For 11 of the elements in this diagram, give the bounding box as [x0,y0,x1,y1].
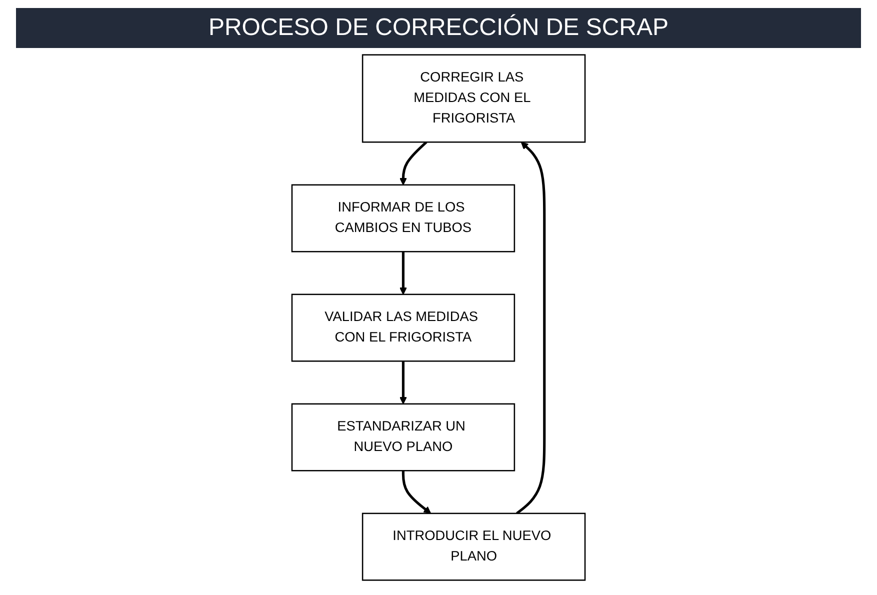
arrow [399,141,428,186]
arrow [399,361,407,404]
node-box: CORREGIR LAS MEDIDAS CON EL FRIGORISTA [362,54,586,143]
title-banner: PROCESO DE CORRECCIÓN DE SCRAP [16,8,861,48]
node-box: VALIDAR LAS MEDIDAS CON EL FRIGORISTA [291,294,516,362]
arrow [399,252,407,295]
arrow [402,470,432,514]
node-box: ESTANDARIZAR UN NUEVO PLANO [291,403,516,472]
node-box: INFORMAR DE LOS CAMBIOS EN TUBOS [291,184,516,252]
arrow [516,142,546,514]
node-box: INTRODUCIR EL NUEVO PLANO [362,512,586,581]
